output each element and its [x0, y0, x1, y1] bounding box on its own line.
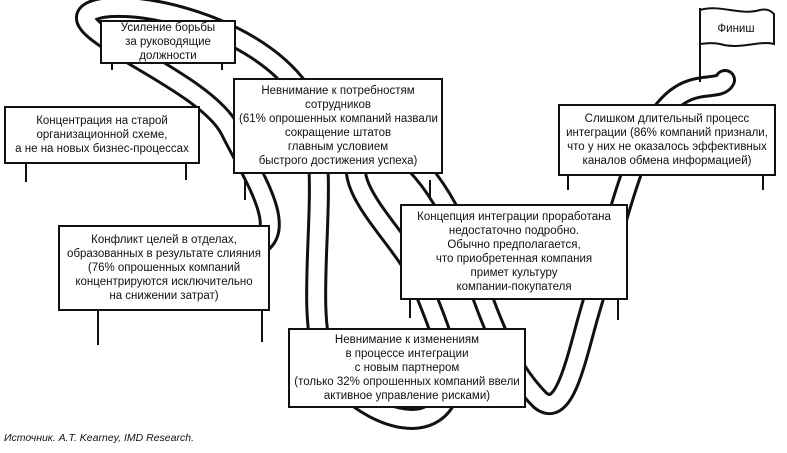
box-line: сотрудников — [304, 99, 372, 111]
obstacle-box-long-integration: Слишком длительный процесс интеграции (8… — [558, 104, 776, 176]
box-line: Конфликт целей в отделах, — [91, 234, 237, 246]
box-line: Невнимание к изменениям — [334, 334, 480, 346]
source-caption: Источник. A.T. Kearney, IMD Research. — [4, 432, 194, 444]
box-line: активное управление рисками) — [323, 390, 491, 402]
box-line: компании-покупателя — [456, 281, 572, 293]
box-line: Обычно предполагается, — [447, 239, 581, 251]
obstacle-box-old-org-scheme: Концентрация на старой организационной с… — [4, 106, 200, 164]
box-line: организационной схеме, — [36, 129, 168, 141]
box-line: (76% опрошенных компаний — [87, 262, 241, 274]
box-line: недостаточно подробно. — [448, 225, 580, 237]
box-line: интеграции (86% компаний признали, — [566, 127, 768, 139]
box-line: в процессе интеграции — [345, 348, 469, 360]
box-line: концентрируются исключительно — [75, 276, 253, 288]
box-line: должности — [139, 50, 197, 62]
finish-label: Финиш — [717, 23, 755, 35]
box-line: на снижении затрат) — [109, 290, 219, 302]
box-line: что приобретенная компания — [435, 253, 593, 265]
box-line: (61% опрошенных компаний назвали — [239, 113, 438, 125]
obstacle-box-power-struggle: Усиление борьбы за руководящие должности — [100, 20, 236, 64]
finish-flag — [699, 7, 775, 82]
box-line: (только 32% опрошенных компаний ввели — [294, 376, 520, 388]
box-line: сокращение штатов — [284, 127, 392, 139]
box-line: а не на новых бизнес-процессах — [15, 143, 189, 155]
box-line: каналов обмена информацией) — [582, 155, 752, 167]
obstacle-box-goal-conflict: Конфликт целей в отделах, образованных в… — [58, 225, 270, 311]
box-line: Концепция интеграции проработана — [417, 211, 611, 223]
box-line: примет культуру — [470, 267, 558, 279]
obstacle-box-employee-needs: Невнимание к потребностям сотрудников (6… — [233, 78, 443, 174]
box-line: Концентрация на старой — [36, 115, 168, 127]
obstacle-box-partner-changes: Невнимание к изменениям в процессе интег… — [288, 328, 526, 408]
box-line: Слишком длительный процесс — [584, 113, 750, 125]
box-line: Усиление борьбы — [120, 22, 216, 34]
obstacle-box-integration-concept: Концепция интеграции проработана недоста… — [400, 204, 628, 300]
box-line: за руководящие — [125, 36, 211, 48]
box-line: с новым партнером — [354, 362, 460, 374]
box-line: образованных в результате слияния — [67, 248, 261, 260]
box-line: что у них не оказалось эффективных — [567, 141, 767, 153]
box-line: главным условием — [287, 141, 389, 153]
box-line: быстрого достижения успеха) — [258, 155, 418, 167]
box-line: Невнимание к потребностям — [261, 85, 415, 97]
